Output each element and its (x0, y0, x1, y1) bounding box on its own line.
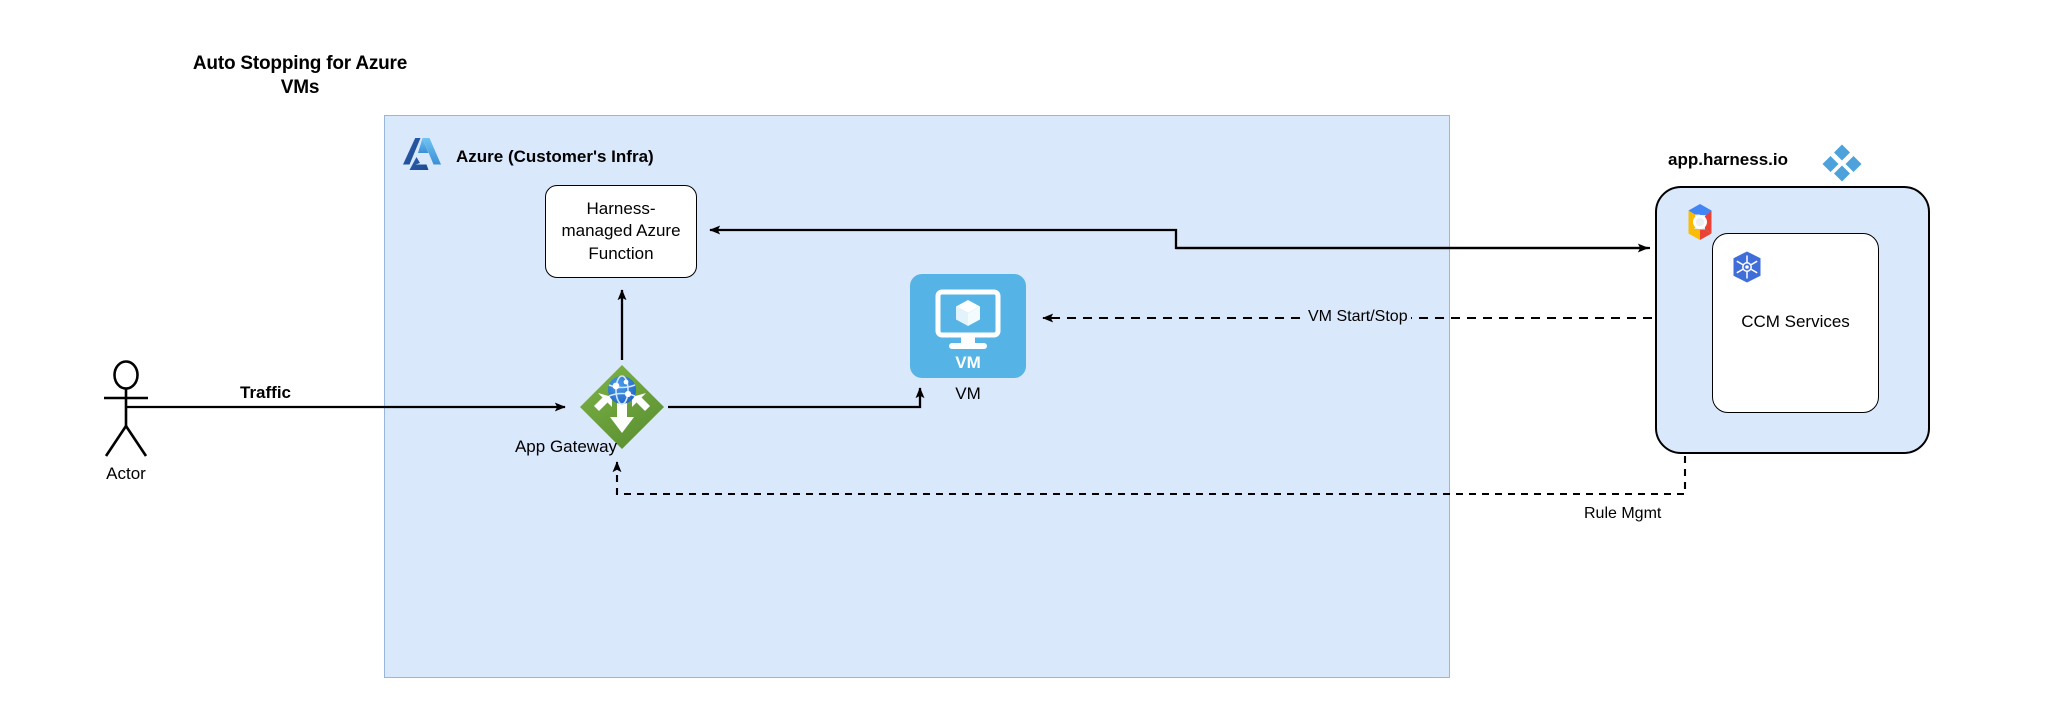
edge-label-vm-start-stop: VM Start/Stop (1305, 307, 1411, 327)
svg-text:VM: VM (955, 353, 981, 372)
edge-ccm-to-function (709, 225, 1650, 250)
ccm-services-label: CCM Services (1741, 312, 1850, 331)
harness-title: app.harness.io (1668, 150, 1788, 169)
edge-rule-mgmt (612, 456, 1687, 496)
vm-label: VM (955, 384, 981, 403)
edge-gateway-to-vm (668, 387, 925, 409)
azure-logo-icon (403, 138, 441, 170)
page-title: Auto Stopping for Azure VMs (192, 53, 408, 99)
actor-stick-figure-icon (104, 360, 148, 457)
azure-application-gateway-icon[interactable] (578, 363, 666, 451)
edge-label-traffic: Traffic (240, 383, 292, 402)
edge-label-rule-mgmt: Rule Mgmt (1584, 505, 1662, 522)
azure-virtual-machine-icon[interactable]: VM (908, 272, 1028, 380)
actor-label: Actor (106, 464, 146, 483)
azure-container-label: Azure (Customer's Infra) (456, 147, 654, 166)
azure-function-node[interactable]: Harness-managed Azure Function (545, 185, 697, 278)
google-cloud-icon (1688, 204, 1712, 240)
harness-logo-icon (1822, 144, 1862, 182)
app-gateway-label: App Gateway (514, 437, 618, 456)
kubernetes-icon (1733, 251, 1761, 283)
